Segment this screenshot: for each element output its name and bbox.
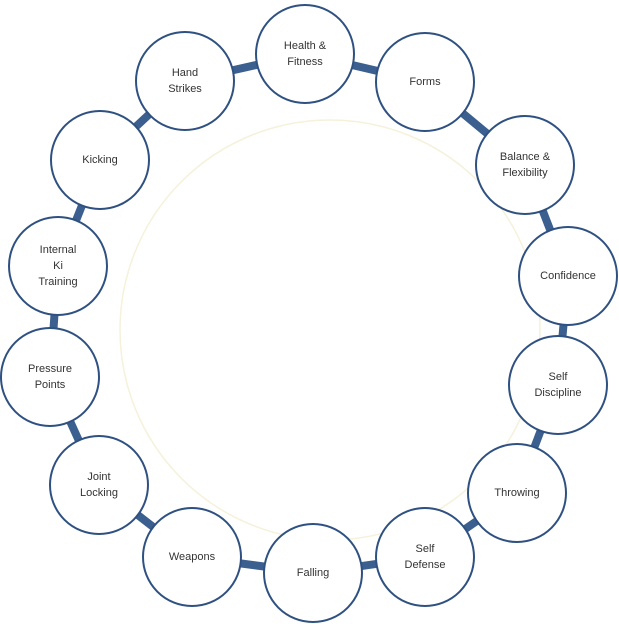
node-label: Fitness [287,56,323,68]
node-12: Kicking [50,110,150,210]
node-label: Defense [405,559,446,571]
node-label: Self [549,371,569,383]
node-label: Weapons [169,551,216,563]
node-label: Locking [80,487,118,499]
node-circle [508,335,608,435]
node-circle [475,115,575,215]
node-label: Self [416,543,436,555]
node-circle [375,32,475,132]
node-label: Ki [53,260,63,272]
node-circle [0,327,100,427]
node-circle [135,31,235,131]
node-label: Discipline [534,387,581,399]
node-circle [49,435,149,535]
node-circle [8,216,108,316]
node-circle [467,443,567,543]
node-0: Health & Fitness [255,4,355,104]
node-label: Balance & [500,151,551,163]
node-label: Confidence [540,270,596,282]
node-label: Forms [409,76,441,88]
node-8: Weapons [142,507,242,607]
node-circle [375,507,475,607]
node-label: Pressure [28,363,72,375]
node-3: Confidence [518,226,618,326]
node-circle [142,507,242,607]
node-label: Training [38,276,77,288]
node-label: Joint [87,471,110,483]
node-label: Throwing [494,487,539,499]
node-label: Internal [40,244,77,256]
node-1: Forms [375,32,475,132]
node-label: Health & [284,40,327,52]
node-circle [50,110,150,210]
node-label: Flexibility [502,167,548,179]
node-label: Kicking [82,154,117,166]
node-circle [255,4,355,104]
node-label: Hand [172,67,198,79]
node-2: Balance & Flexibility [475,115,575,215]
node-5: Throwing [467,443,567,543]
node-7: Falling [263,523,363,623]
node-circle [518,226,618,326]
node-label: Falling [297,567,329,579]
node-label: Strikes [168,83,202,95]
node-label: Points [35,379,66,391]
node-circle [263,523,363,623]
